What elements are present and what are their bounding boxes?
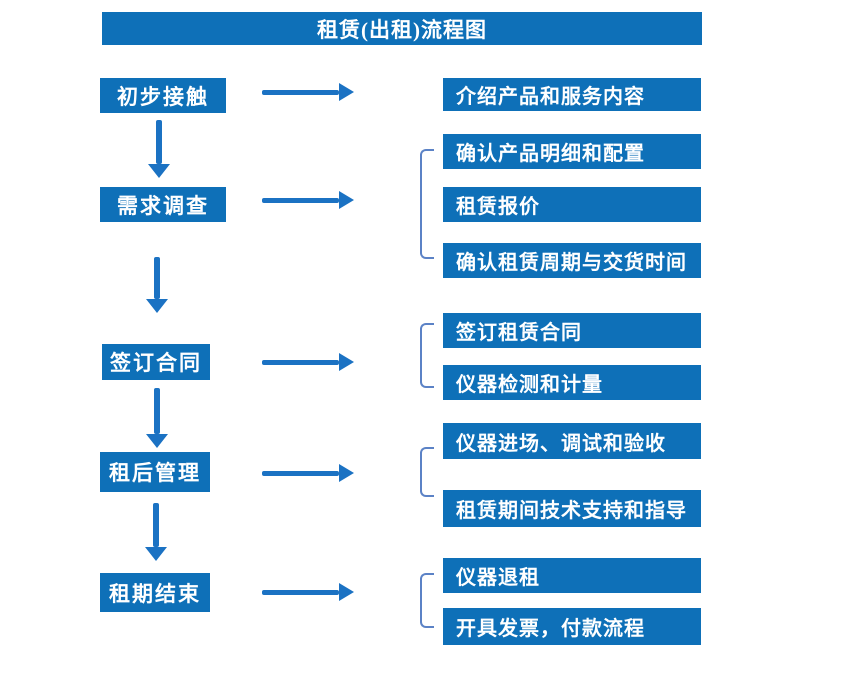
arrow-right-icon (262, 583, 354, 601)
step-box-sign-contract: 签订合同 (102, 344, 210, 380)
arrow-down-icon (146, 257, 168, 313)
output-box-instrument-entry: 仪器进场、调试和验收 (443, 423, 701, 459)
arrow-right-icon (262, 83, 354, 101)
flowchart-title: 租赁(出租)流程图 (102, 12, 702, 45)
arrow-right-icon (262, 353, 354, 371)
step-box-post-rental: 租后管理 (100, 452, 210, 492)
group-bracket-icon (420, 573, 434, 628)
arrow-down-icon (148, 120, 170, 178)
arrow-right-icon (262, 464, 354, 482)
output-box-sign-rental-contract: 签订租赁合同 (443, 313, 701, 348)
group-bracket-icon (420, 323, 434, 388)
output-box-instrument-testing: 仪器检测和计量 (443, 365, 701, 400)
group-bracket-icon (420, 149, 434, 259)
step-box-initial-contact: 初步接触 (100, 78, 226, 113)
output-box-introduce-products: 介绍产品和服务内容 (443, 78, 701, 111)
output-box-confirm-period: 确认租赁周期与交货时间 (443, 243, 701, 278)
output-box-instrument-return: 仪器退租 (443, 558, 701, 593)
output-box-invoice-payment: 开具发票，付款流程 (443, 608, 701, 645)
arrow-down-icon (146, 388, 168, 448)
output-box-tech-support: 租赁期间技术支持和指导 (443, 490, 701, 527)
arrow-down-icon (145, 503, 167, 561)
group-bracket-icon (420, 447, 434, 497)
arrow-right-icon (262, 191, 354, 209)
step-box-demand-survey: 需求调查 (100, 187, 226, 222)
output-box-rental-quote: 租赁报价 (443, 187, 701, 222)
step-box-rental-end: 租期结束 (100, 573, 210, 612)
output-box-confirm-details: 确认产品明细和配置 (443, 134, 701, 169)
